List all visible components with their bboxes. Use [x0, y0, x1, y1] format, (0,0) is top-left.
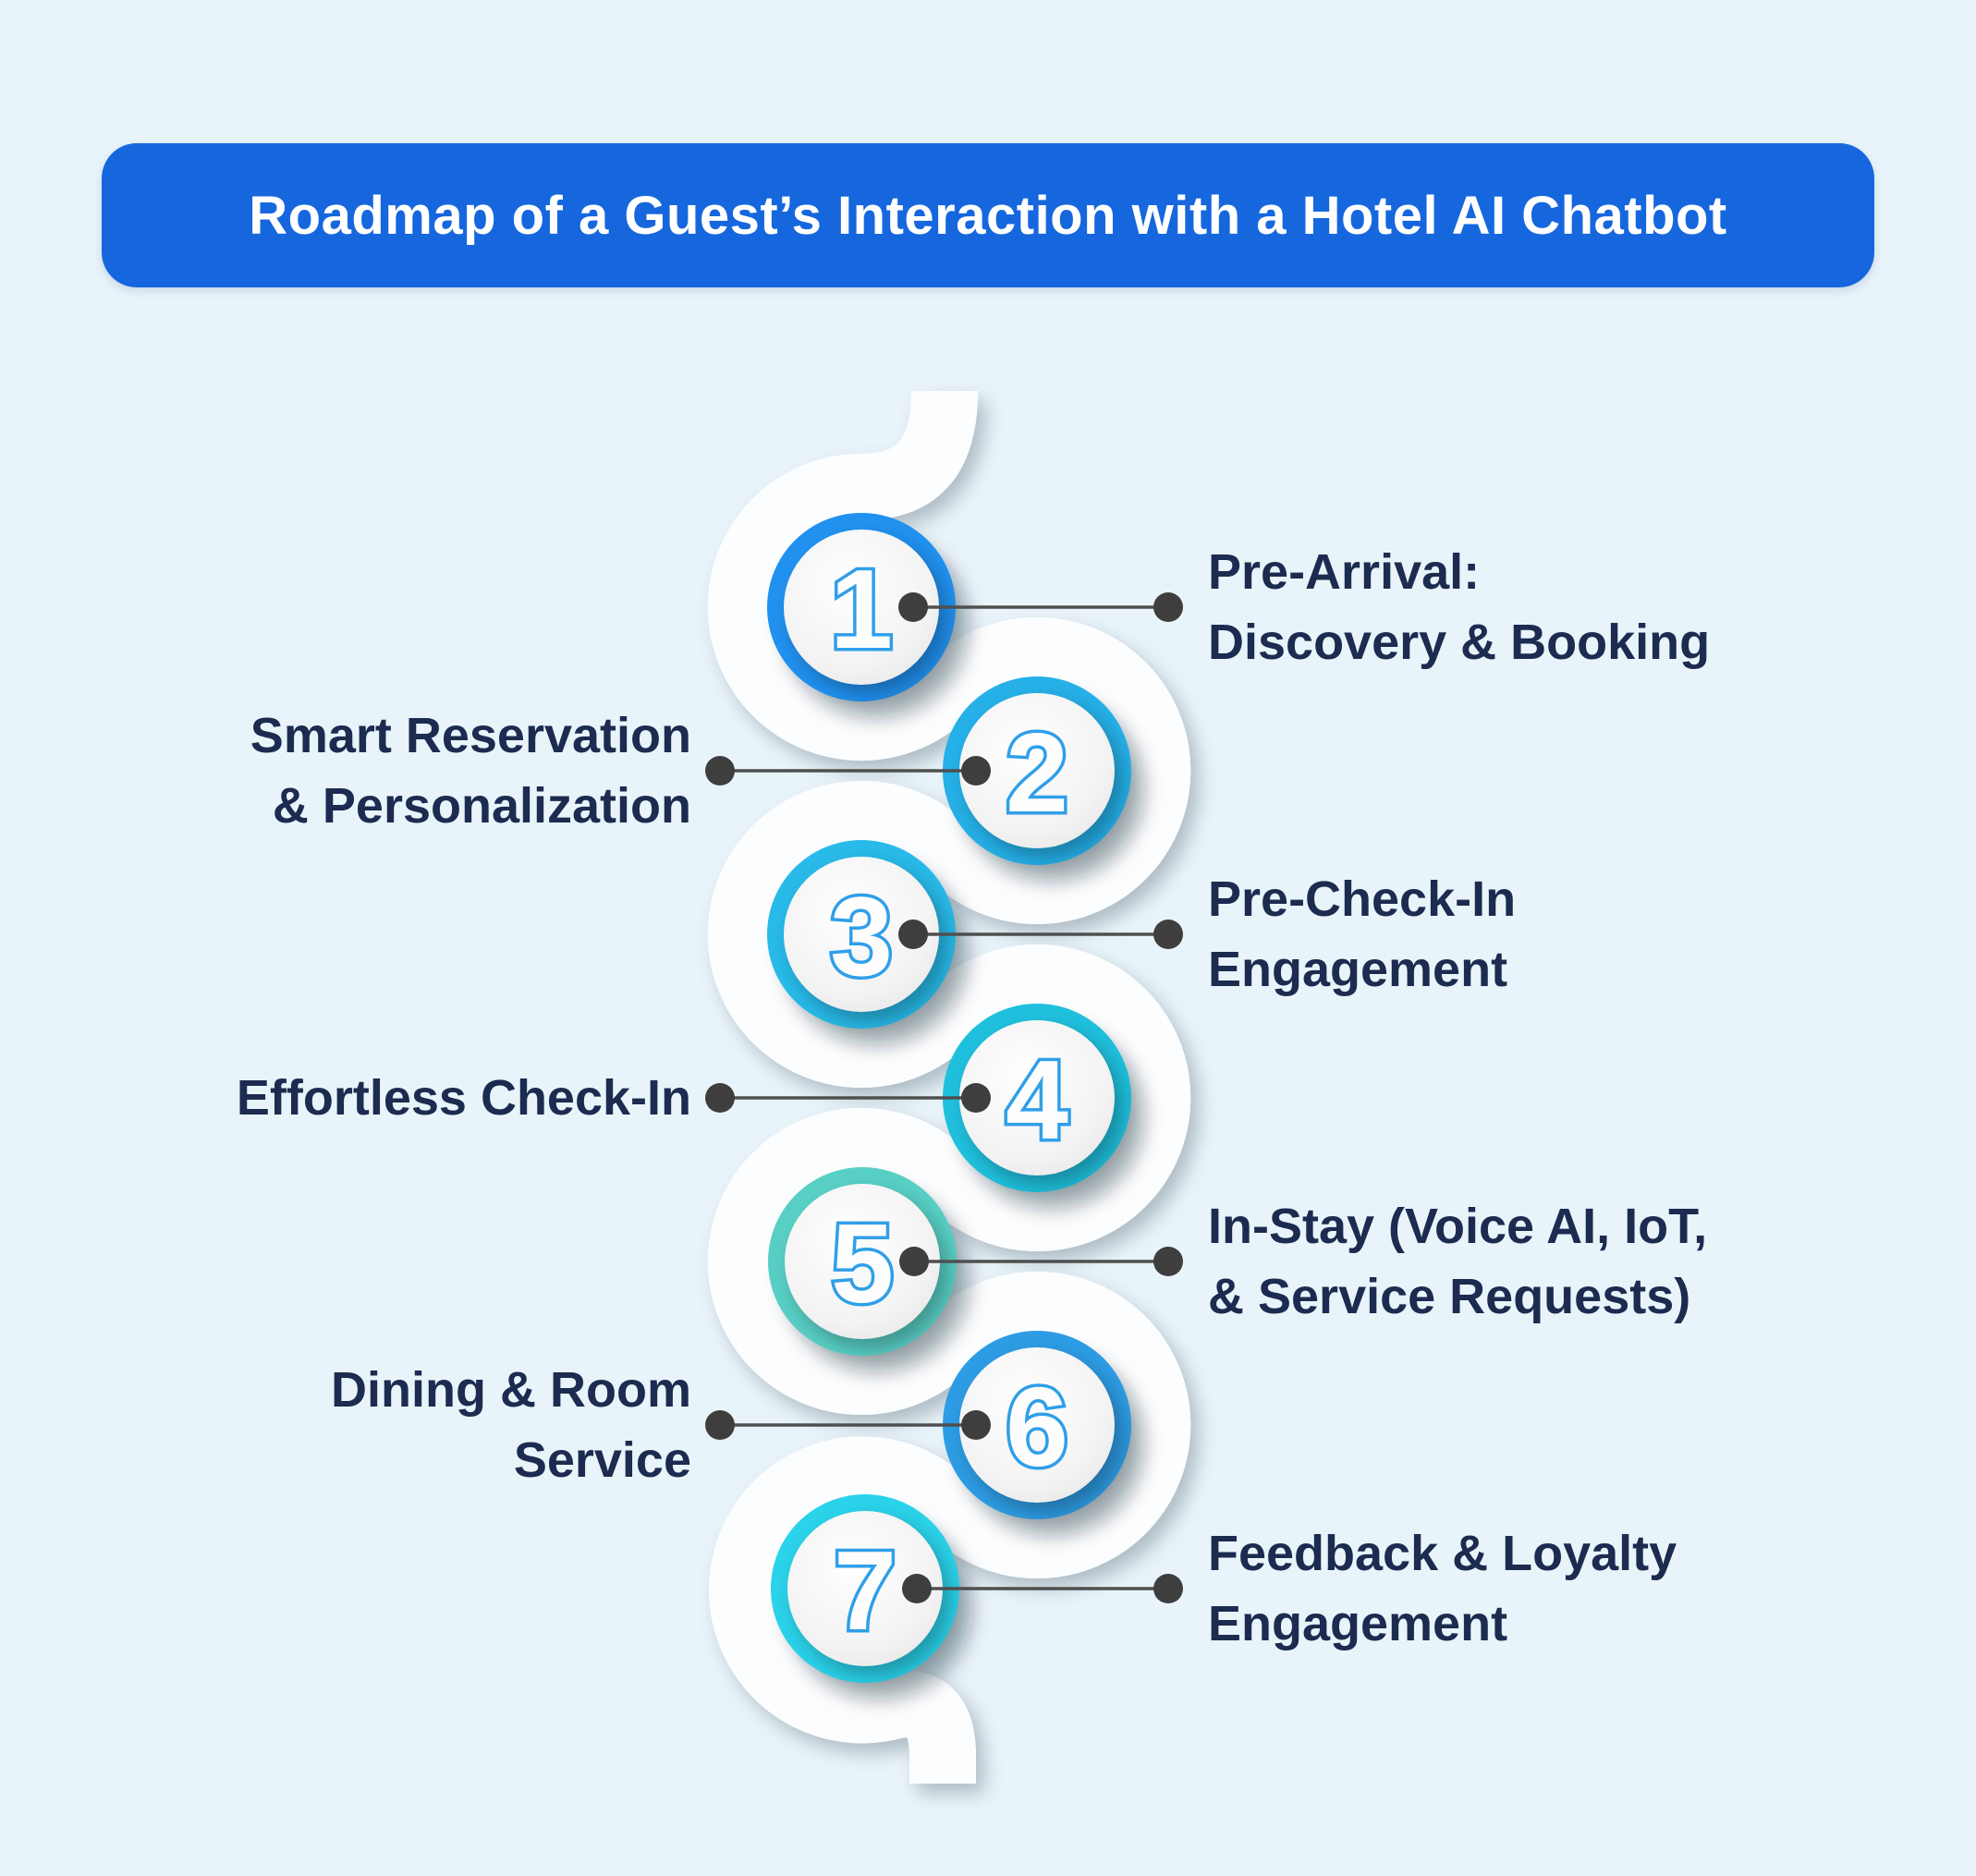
milestone-marker: 5 — [768, 1167, 970, 1372]
milestone-label-line: In-Stay (Voice AI, IoT, — [1208, 1199, 1708, 1254]
milestone-label-line: Dining & Room — [331, 1362, 691, 1418]
milestone-label-line: Engagement — [1208, 942, 1508, 997]
connector-dot-circle-end — [961, 1410, 991, 1440]
milestone-marker: 7 — [771, 1494, 972, 1699]
milestone-label-line: Feedback & Loyalty — [1208, 1526, 1677, 1581]
winding-road — [741, 391, 1157, 1784]
milestone-label-line: Pre-Check-In — [1208, 871, 1517, 927]
connector-dot-label-end — [705, 1083, 735, 1113]
page-title: Roadmap of a Guest’s Interaction with a … — [249, 185, 1727, 246]
milestone-label-line: Smart Reservation — [250, 708, 691, 763]
connectors-layer — [705, 592, 1183, 1603]
milestone-number: 2 — [1006, 710, 1068, 835]
connector-dot-label-end — [1153, 920, 1183, 949]
connector-dot-circle-end — [961, 756, 991, 786]
connector-dot-circle-end — [898, 592, 928, 622]
milestone-number: 3 — [830, 873, 893, 999]
milestone-label-line: Pre-Arrival: — [1208, 544, 1481, 600]
milestone-label-line: & Personalization — [272, 778, 691, 834]
milestone-disc — [785, 1184, 940, 1339]
milestone-label: Pre-Arrival: Discovery & Booking — [1208, 537, 1710, 677]
connector — [898, 920, 1183, 949]
connector-dot-label-end — [705, 756, 735, 786]
connector-dot-label-end — [705, 1410, 735, 1440]
milestone-marker: 4 — [943, 1004, 1144, 1209]
milestone-disc — [784, 857, 939, 1012]
milestone-number: 5 — [831, 1200, 894, 1326]
connector — [705, 756, 991, 786]
connector — [705, 1083, 991, 1113]
milestone-label-line: Effortless Check-In — [236, 1070, 691, 1126]
milestone-label: In-Stay (Voice AI, IoT, & Service Request… — [1208, 1191, 1707, 1332]
milestone-number: 1 — [830, 546, 893, 672]
milestone-label: Effortless Check-In — [237, 1063, 691, 1133]
milestone-label-line: Engagement — [1208, 1596, 1508, 1651]
milestone-label-line: Discovery & Booking — [1208, 615, 1711, 670]
milestone-marker: 2 — [943, 676, 1144, 882]
connector-dot-circle-end — [898, 920, 928, 949]
connector-dot-circle-end — [902, 1574, 932, 1603]
connector-dot-circle-end — [961, 1083, 991, 1113]
milestone-disc — [959, 693, 1115, 848]
connector — [899, 1247, 1183, 1276]
milestone-label: Smart Reservation & Personalization — [250, 700, 691, 841]
title-banner: Roadmap of a Guest’s Interaction with a … — [102, 143, 1874, 287]
milestone-marker: 6 — [943, 1331, 1144, 1536]
milestone-marker: 3 — [767, 840, 969, 1045]
milestone-number: 7 — [834, 1528, 897, 1653]
milestone-label-line: Service — [513, 1432, 691, 1488]
milestone-disc — [787, 1511, 943, 1666]
connector-dot-label-end — [1153, 1247, 1183, 1276]
milestone-disc — [784, 530, 939, 685]
milestone-disc — [959, 1020, 1115, 1176]
milestone-number: 4 — [1006, 1037, 1068, 1163]
connector — [902, 1574, 1183, 1603]
milestone-marker: 1 — [767, 513, 969, 718]
connector-dot-label-end — [1153, 1574, 1183, 1603]
connector-dot-circle-end — [899, 1247, 929, 1276]
milestone-disc — [959, 1347, 1115, 1503]
milestone-number: 6 — [1006, 1364, 1068, 1490]
connector — [898, 592, 1183, 622]
connector-dot-label-end — [1153, 592, 1183, 622]
milestone-label-line: & Service Requests) — [1208, 1269, 1691, 1324]
connector — [705, 1410, 991, 1440]
